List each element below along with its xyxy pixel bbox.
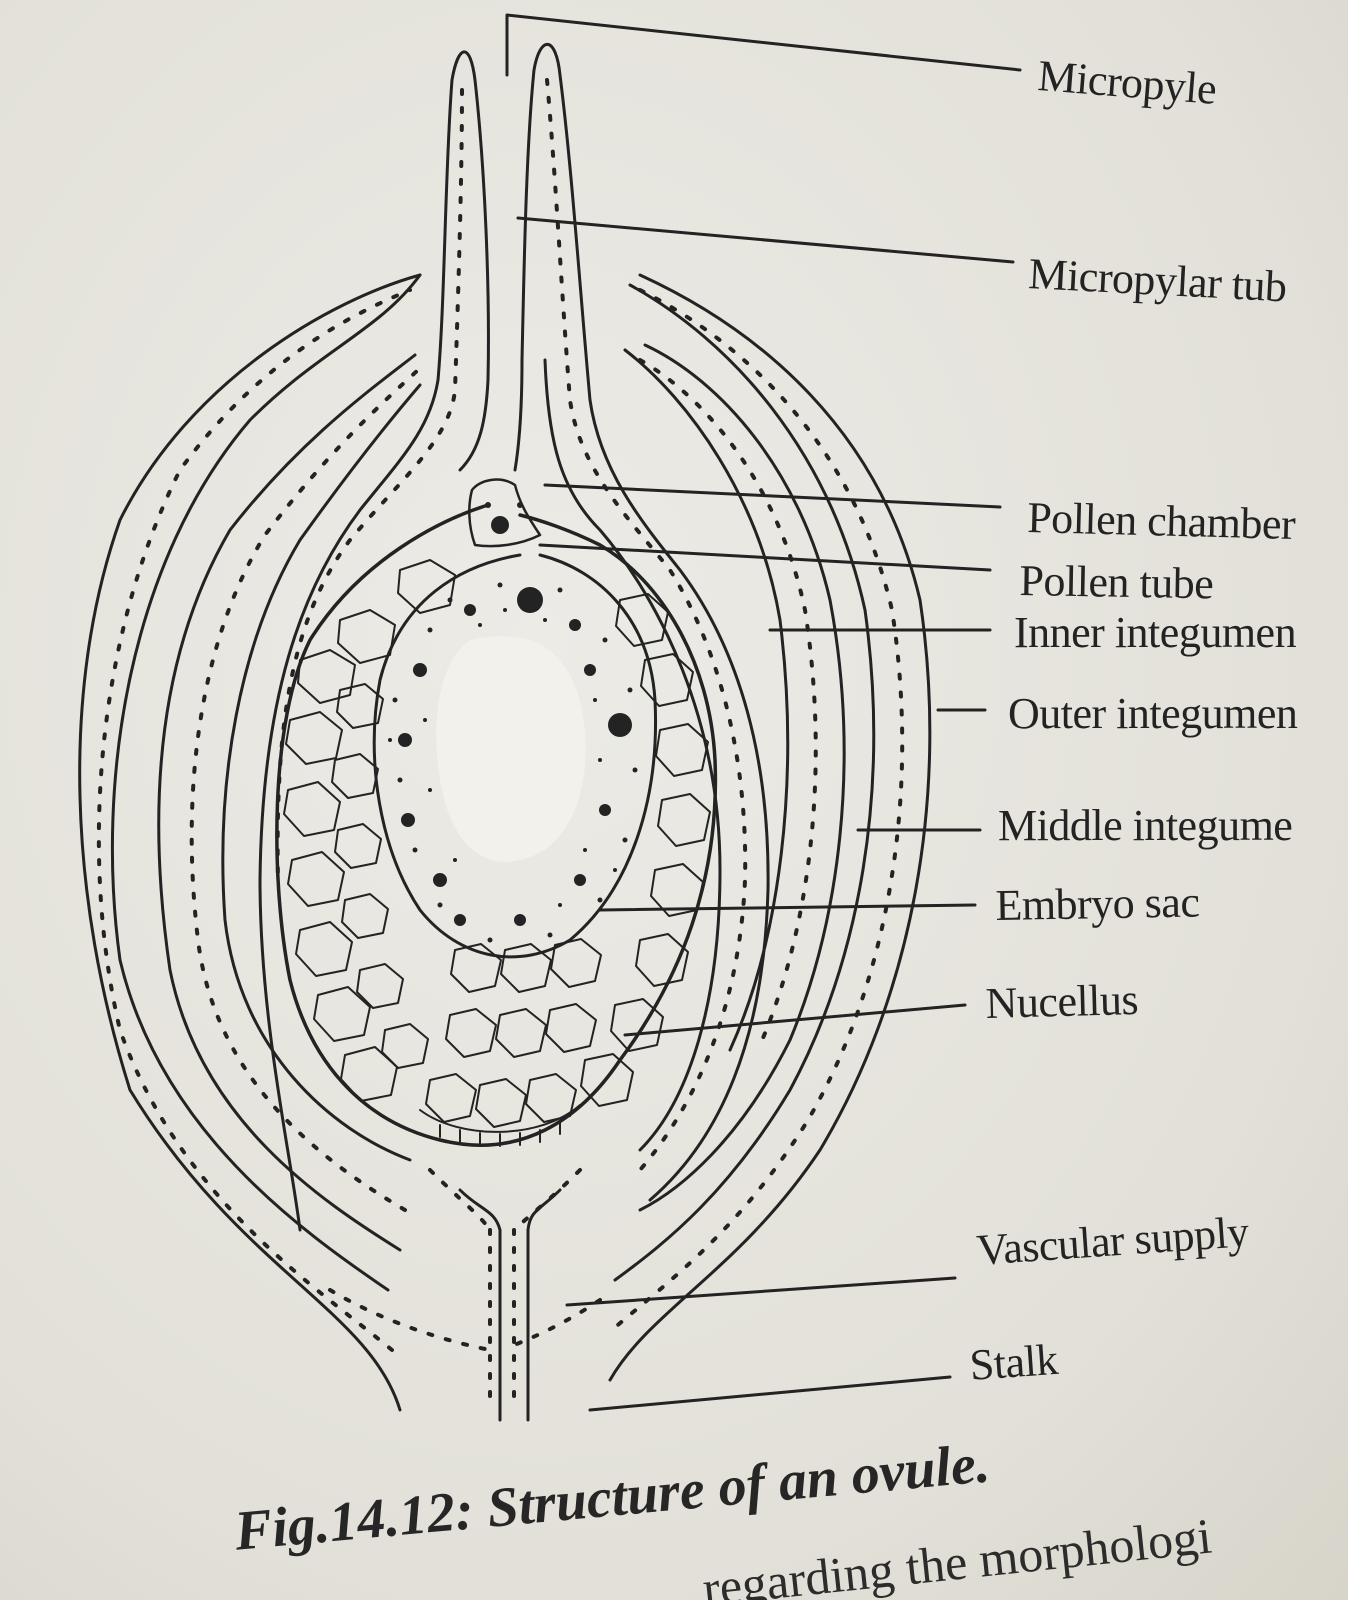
middle-integument-left-dots xyxy=(189,368,420,1212)
middle-integument-left-inner xyxy=(221,383,422,1162)
micropylar-tube-left-outer xyxy=(258,50,490,1232)
middle-integument-right xyxy=(638,343,846,1212)
nucellus-outline xyxy=(275,503,718,1147)
label-pollen-tube: Pollen tube xyxy=(1019,555,1214,609)
leader-nucellus xyxy=(623,1003,967,1037)
outer-integument-right xyxy=(608,273,932,1382)
leader-lines xyxy=(505,13,1022,1412)
label-embryo-sac: Embryo sac xyxy=(995,877,1200,930)
stalk-left xyxy=(458,1188,502,1422)
embryo-sac-stipple xyxy=(388,582,638,943)
middle-integument-left xyxy=(157,353,417,1252)
leader-pollen-chamber xyxy=(543,483,1002,509)
micropylar-tube-right-outer xyxy=(513,42,770,1202)
micropylar-tube-left-inner xyxy=(458,378,490,472)
label-outer-integument: Outer integumen xyxy=(1008,689,1298,738)
outer-integument-right-inner xyxy=(613,283,876,1282)
outer-integument-left-inner xyxy=(110,273,422,1292)
label-middle-integument: Middle integume xyxy=(998,801,1293,850)
label-nucellus: Nucellus xyxy=(985,975,1139,1028)
vascular-supply-dots xyxy=(328,1168,602,1412)
embryo-sac-outline xyxy=(372,553,658,959)
leader-embryo-sac xyxy=(598,903,977,912)
outer-integument-left xyxy=(78,273,422,1412)
micropylar-tube-right-dots xyxy=(545,78,748,1172)
leader-micropyle xyxy=(505,13,1022,77)
leader-stalk xyxy=(588,1375,952,1412)
leader-micropylar-tube xyxy=(516,216,1015,264)
micropylar-tube-right-inner xyxy=(543,358,722,1152)
stalk-right xyxy=(526,1188,562,1422)
outer-integument-right-dots xyxy=(610,288,905,1332)
label-stalk: Stalk xyxy=(968,1334,1060,1390)
leader-pollen-tube xyxy=(538,543,992,572)
embryo-sac-nuclei xyxy=(398,587,632,926)
label-inner-integument: Inner integumen xyxy=(1014,608,1297,657)
embryo-sac-vacuole xyxy=(436,636,586,862)
middle-integument-right-dots xyxy=(638,358,818,1047)
outer-integument-left-dots xyxy=(96,288,412,1352)
chalazal-cells xyxy=(419,1104,581,1147)
leader-vascular-supply xyxy=(565,1276,957,1307)
label-pollen-chamber: Pollen chamber xyxy=(1026,492,1296,549)
pollen-chamber-tissue xyxy=(468,478,542,548)
